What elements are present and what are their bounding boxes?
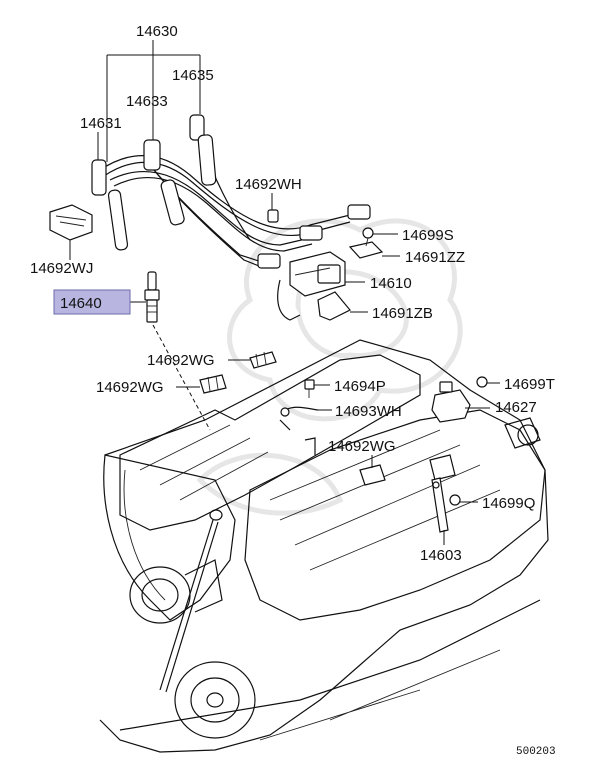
label-14640[interactable]: 14640	[60, 295, 102, 312]
label-14633[interactable]: 14633	[126, 93, 168, 110]
label-14603[interactable]: 14603	[420, 547, 462, 564]
clip-14692WH[interactable]	[267, 209, 279, 223]
cable-end-connectors	[257, 204, 371, 269]
bolt-14699S[interactable]	[362, 227, 374, 247]
spark-plug-install-line	[152, 324, 211, 431]
cable-holder-14692WJ[interactable]	[49, 204, 93, 241]
part-labels: 14630 14635 14633 14631 14692WH 14699S 1…	[30, 23, 555, 564]
bolt-14694P[interactable]	[304, 379, 315, 398]
bracket-14691ZB[interactable]	[317, 291, 351, 321]
label-14630[interactable]: 14630	[136, 23, 178, 40]
label-14699Q[interactable]: 14699Q	[482, 495, 535, 512]
label-14627[interactable]: 14627	[495, 399, 537, 416]
cable-holder-14692WG-lower[interactable]	[199, 374, 227, 394]
label-14692WG-upper[interactable]: 14692WG	[147, 352, 215, 369]
spark-plug-14640[interactable]	[144, 271, 160, 323]
ignition-cables	[99, 139, 351, 269]
label-14692WG-right[interactable]: 14692WG	[328, 438, 396, 455]
bracket-14691ZZ[interactable]	[348, 241, 384, 259]
label-14692WH[interactable]: 14692WH	[235, 176, 302, 193]
spark-plug-cable-14631[interactable]	[91, 159, 129, 251]
label-14699S[interactable]: 14699S	[402, 227, 454, 244]
label-14692WJ[interactable]: 14692WJ	[30, 260, 93, 277]
cable-14693WH[interactable]	[280, 406, 319, 417]
label-14635[interactable]: 14635	[172, 67, 214, 84]
label-14692WG-lower[interactable]: 14692WG	[96, 379, 164, 396]
label-14693WH[interactable]: 14693WH	[335, 403, 402, 420]
spark-plug-cable-14633[interactable]	[143, 139, 185, 226]
cable-holder-14692WG-upper[interactable]	[249, 351, 277, 369]
label-14610[interactable]: 14610	[370, 275, 412, 292]
bracket-14603[interactable]	[431, 477, 449, 533]
label-14694P[interactable]: 14694P	[334, 378, 386, 395]
label-14699T[interactable]: 14699T	[504, 376, 555, 393]
sensor-14627[interactable]	[431, 381, 471, 423]
cable-holder-14692WG-right[interactable]	[359, 464, 386, 486]
label-14631[interactable]: 14631	[80, 115, 122, 132]
bolt-14699Q[interactable]	[449, 494, 461, 506]
bracket-small-fitting	[279, 419, 316, 455]
highlight-box-14640	[53, 289, 131, 315]
ignition-coil-14610[interactable]	[277, 251, 346, 321]
engine-block	[99, 339, 549, 753]
label-14691ZB[interactable]: 14691ZB	[372, 305, 433, 322]
leader-lines	[69, 40, 500, 545]
diagram-ref-code: 500203	[516, 746, 556, 758]
spark-plug-cable-14635[interactable]	[189, 114, 217, 186]
bolt-14699T[interactable]	[476, 376, 488, 388]
label-14691ZZ[interactable]: 14691ZZ	[405, 249, 465, 266]
